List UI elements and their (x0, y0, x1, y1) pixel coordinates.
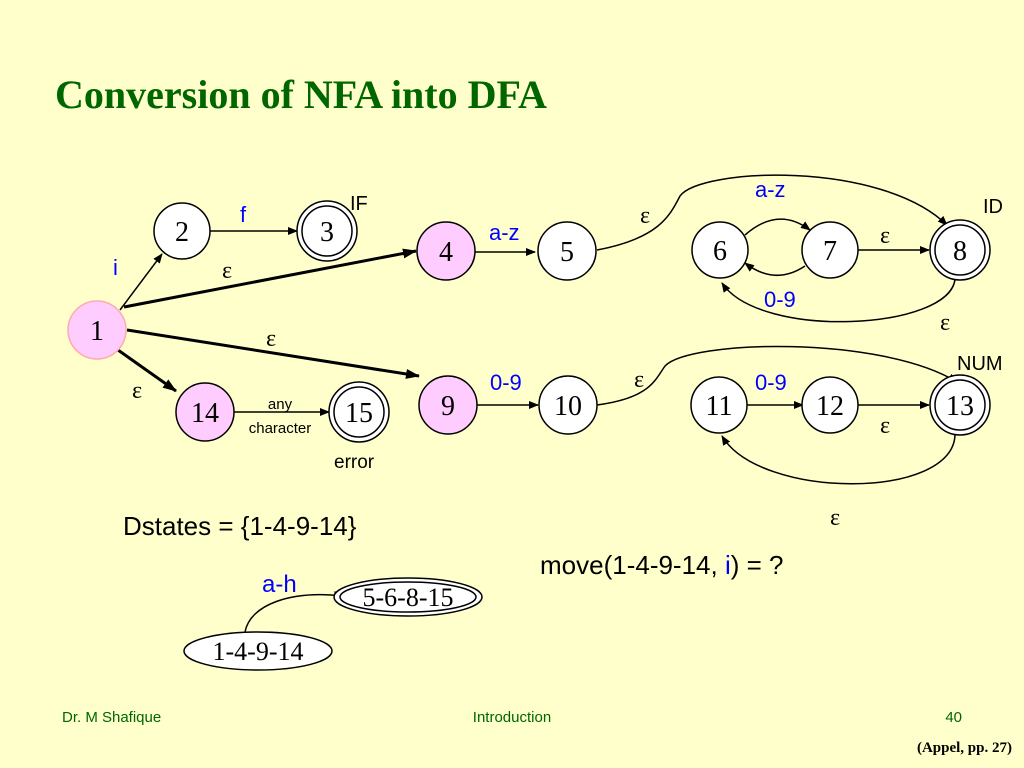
footer-author: Dr. M Shafique (62, 709, 161, 726)
state-3-label: 3 (320, 217, 334, 248)
label-digits-7-6: 0-9 (764, 287, 796, 312)
label-id-token: ID (983, 196, 1003, 218)
dfa-edge (244, 591, 344, 633)
edge-1-9 (126, 328, 420, 379)
state-15-inner (333, 386, 385, 438)
state-4-label: 4 (439, 237, 453, 268)
edge-7-6 (744, 262, 806, 277)
edge-10-13 (596, 345, 958, 406)
dfa-from-state-label: 1-4-9-14 (213, 637, 304, 666)
state-5-circle (537, 221, 597, 281)
state-1-label: 1 (90, 316, 104, 347)
state-8-inner (934, 224, 986, 276)
state-14-label: 14 (191, 398, 219, 429)
state-10-circle (538, 375, 598, 435)
label-epsilon-13-11: ε (830, 505, 840, 531)
state-9-circle (418, 375, 478, 435)
state-5-label: 5 (560, 237, 574, 268)
nfa-edges (117, 174, 958, 485)
label-az-4-5: a-z (489, 220, 520, 245)
edge-1-4 (123, 248, 417, 309)
footer-page-number: 40 (945, 709, 962, 726)
label-epsilon-1-14: ε (132, 378, 142, 404)
state-11-circle (690, 376, 748, 434)
state-7-circle (801, 221, 859, 279)
dstates-text: Dstates = {1-4-9-14} (123, 511, 357, 541)
edge-labels: i f IF a-z a-z ID 0-9 NUM 0-9 0-9 any ch… (113, 177, 1003, 531)
label-epsilon-10-13: ε (634, 367, 644, 393)
label-epsilon-1-9: ε (266, 326, 276, 352)
dfa-to-state-label: 5-6-8-15 (363, 583, 454, 612)
label-epsilon-5-8: ε (640, 203, 650, 229)
label-az-6-7: a-z (755, 177, 786, 202)
dfa-fragment: a-h 5-6-8-15 1-4-9-14 (183, 571, 483, 671)
label-error: error (334, 452, 375, 473)
label-f: f (240, 202, 247, 227)
dfa-from-state (183, 631, 333, 671)
state-labels: 1 2 3 4 5 6 7 8 9 10 11 12 13 14 15 (90, 217, 974, 429)
edge-6-7 (744, 218, 811, 236)
footer-topic: Introduction (473, 709, 551, 726)
label-digits-9-10: 0-9 (490, 370, 522, 395)
label-digits-11-12: 0-9 (755, 370, 787, 395)
state-9-label: 9 (441, 391, 455, 422)
edge-1-2 (119, 253, 163, 311)
footer-reference: (Appel, pp. 27) (917, 740, 1012, 756)
move-symbol: i (725, 550, 731, 580)
state-15-label: 15 (345, 398, 373, 429)
edge-8-6 (721, 278, 956, 323)
label-epsilon-8-6: ε (940, 310, 950, 336)
state-13-label: 13 (946, 391, 974, 422)
state-12-label: 12 (816, 391, 844, 422)
state-7-label: 7 (823, 236, 837, 267)
state-1-circle (67, 300, 127, 360)
move-question: move(1-4-9-14, i) = ? (540, 550, 784, 580)
state-6-label: 6 (713, 236, 727, 267)
state-10-label: 10 (554, 391, 582, 422)
edge-13-11 (721, 433, 956, 485)
edge-1-14 (117, 348, 177, 393)
label-i: i (113, 255, 118, 280)
state-4-circle (416, 221, 476, 281)
state-6-circle (691, 221, 749, 279)
state-2-circle (153, 202, 211, 260)
label-any: any (268, 396, 293, 413)
label-epsilon-1-4: ε (222, 258, 232, 284)
dfa-edge-label: a-h (262, 571, 297, 598)
label-epsilon-7-8: ε (880, 223, 890, 249)
state-12-circle (801, 376, 859, 434)
state-11-label: 11 (706, 391, 733, 422)
dfa-to-state-inner (339, 581, 477, 613)
move-suffix: ) = ? (731, 550, 784, 580)
state-2-label: 2 (175, 217, 189, 248)
edge-5-8 (596, 174, 948, 251)
state-8-label: 8 (953, 236, 967, 267)
slide-title: Conversion of NFA into DFA (55, 72, 547, 117)
label-character: character (249, 420, 312, 437)
state-3-inner (301, 205, 353, 257)
label-num-token: NUM (957, 353, 1003, 375)
move-prefix: move(1-4-9-14, (540, 550, 725, 580)
state-14-circle (175, 382, 235, 442)
nfa-states (67, 200, 991, 443)
label-if-token: IF (350, 193, 368, 215)
label-epsilon-12-13: ε (880, 413, 890, 439)
state-13-inner (934, 379, 986, 431)
